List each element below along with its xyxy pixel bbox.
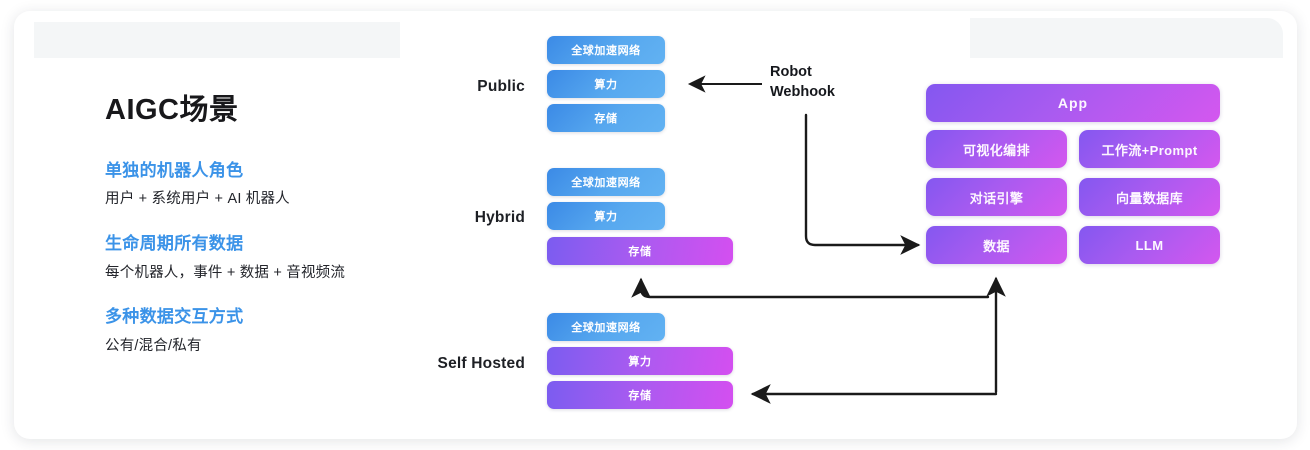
pill-selfhosted-storage[interactable]: 存储 bbox=[547, 381, 733, 409]
pill-workflow-prompt[interactable]: 工作流+Prompt bbox=[1079, 130, 1220, 168]
feature-2-title: 生命周期所有数据 bbox=[105, 234, 244, 254]
feature-block-2: 生命周期所有数据 每个机器人，事件 + 数据 + 音视频流 bbox=[105, 234, 425, 282]
pill-selfhosted-compute[interactable]: 算力 bbox=[547, 347, 733, 375]
pill-public-compute[interactable]: 算力 bbox=[547, 70, 665, 98]
pill-visual-orchestration[interactable]: 可视化编排 bbox=[926, 130, 1067, 168]
feature-1-title: 单独的机器人角色 bbox=[105, 160, 244, 180]
pill-data[interactable]: 数据 bbox=[926, 226, 1067, 264]
tier-label-hybrid: Hybrid bbox=[474, 209, 525, 226]
tier-label-public: Public bbox=[477, 78, 525, 95]
pill-hybrid-storage[interactable]: 存储 bbox=[547, 237, 733, 265]
pill-hybrid-network[interactable]: 全球加速网络 bbox=[547, 168, 665, 196]
pill-hybrid-compute[interactable]: 算力 bbox=[547, 202, 665, 230]
tier-label-self-hosted: Self Hosted bbox=[437, 355, 525, 372]
robot-webhook-line2: Webhook bbox=[770, 83, 835, 100]
robot-webhook-line1: Robot bbox=[770, 64, 812, 80]
feature-3-subtitle: 公有/混合/私有 bbox=[105, 337, 202, 354]
robot-webhook-label: Robot Webhook bbox=[770, 63, 835, 102]
pill-app[interactable]: App bbox=[926, 84, 1220, 122]
feature-1-subtitle: 用户 + 系统用户 + AI 机器人 bbox=[105, 191, 290, 208]
page-title: AIGC场景 bbox=[105, 94, 239, 126]
feature-block-1: 单独的机器人角色 用户 + 系统用户 + AI 机器人 bbox=[105, 161, 425, 209]
decorative-band-right bbox=[970, 18, 1283, 58]
feature-3-title: 多种数据交互方式 bbox=[105, 307, 244, 327]
decorative-band-left bbox=[34, 22, 400, 58]
left-text-panel: AIGC场景 单独的机器人角色 用户 + 系统用户 + AI 机器人 生命周期所… bbox=[105, 94, 425, 381]
pill-dialog-engine[interactable]: 对话引擎 bbox=[926, 178, 1067, 216]
pill-vector-database[interactable]: 向量数据库 bbox=[1079, 178, 1220, 216]
feature-block-3: 多种数据交互方式 公有/混合/私有 bbox=[105, 307, 425, 355]
pill-public-storage[interactable]: 存储 bbox=[547, 104, 665, 132]
pill-llm[interactable]: LLM bbox=[1079, 226, 1220, 264]
feature-2-subtitle: 每个机器人，事件 + 数据 + 音视频流 bbox=[105, 264, 346, 281]
pill-public-network[interactable]: 全球加速网络 bbox=[547, 36, 665, 64]
pill-selfhosted-network[interactable]: 全球加速网络 bbox=[547, 313, 665, 341]
